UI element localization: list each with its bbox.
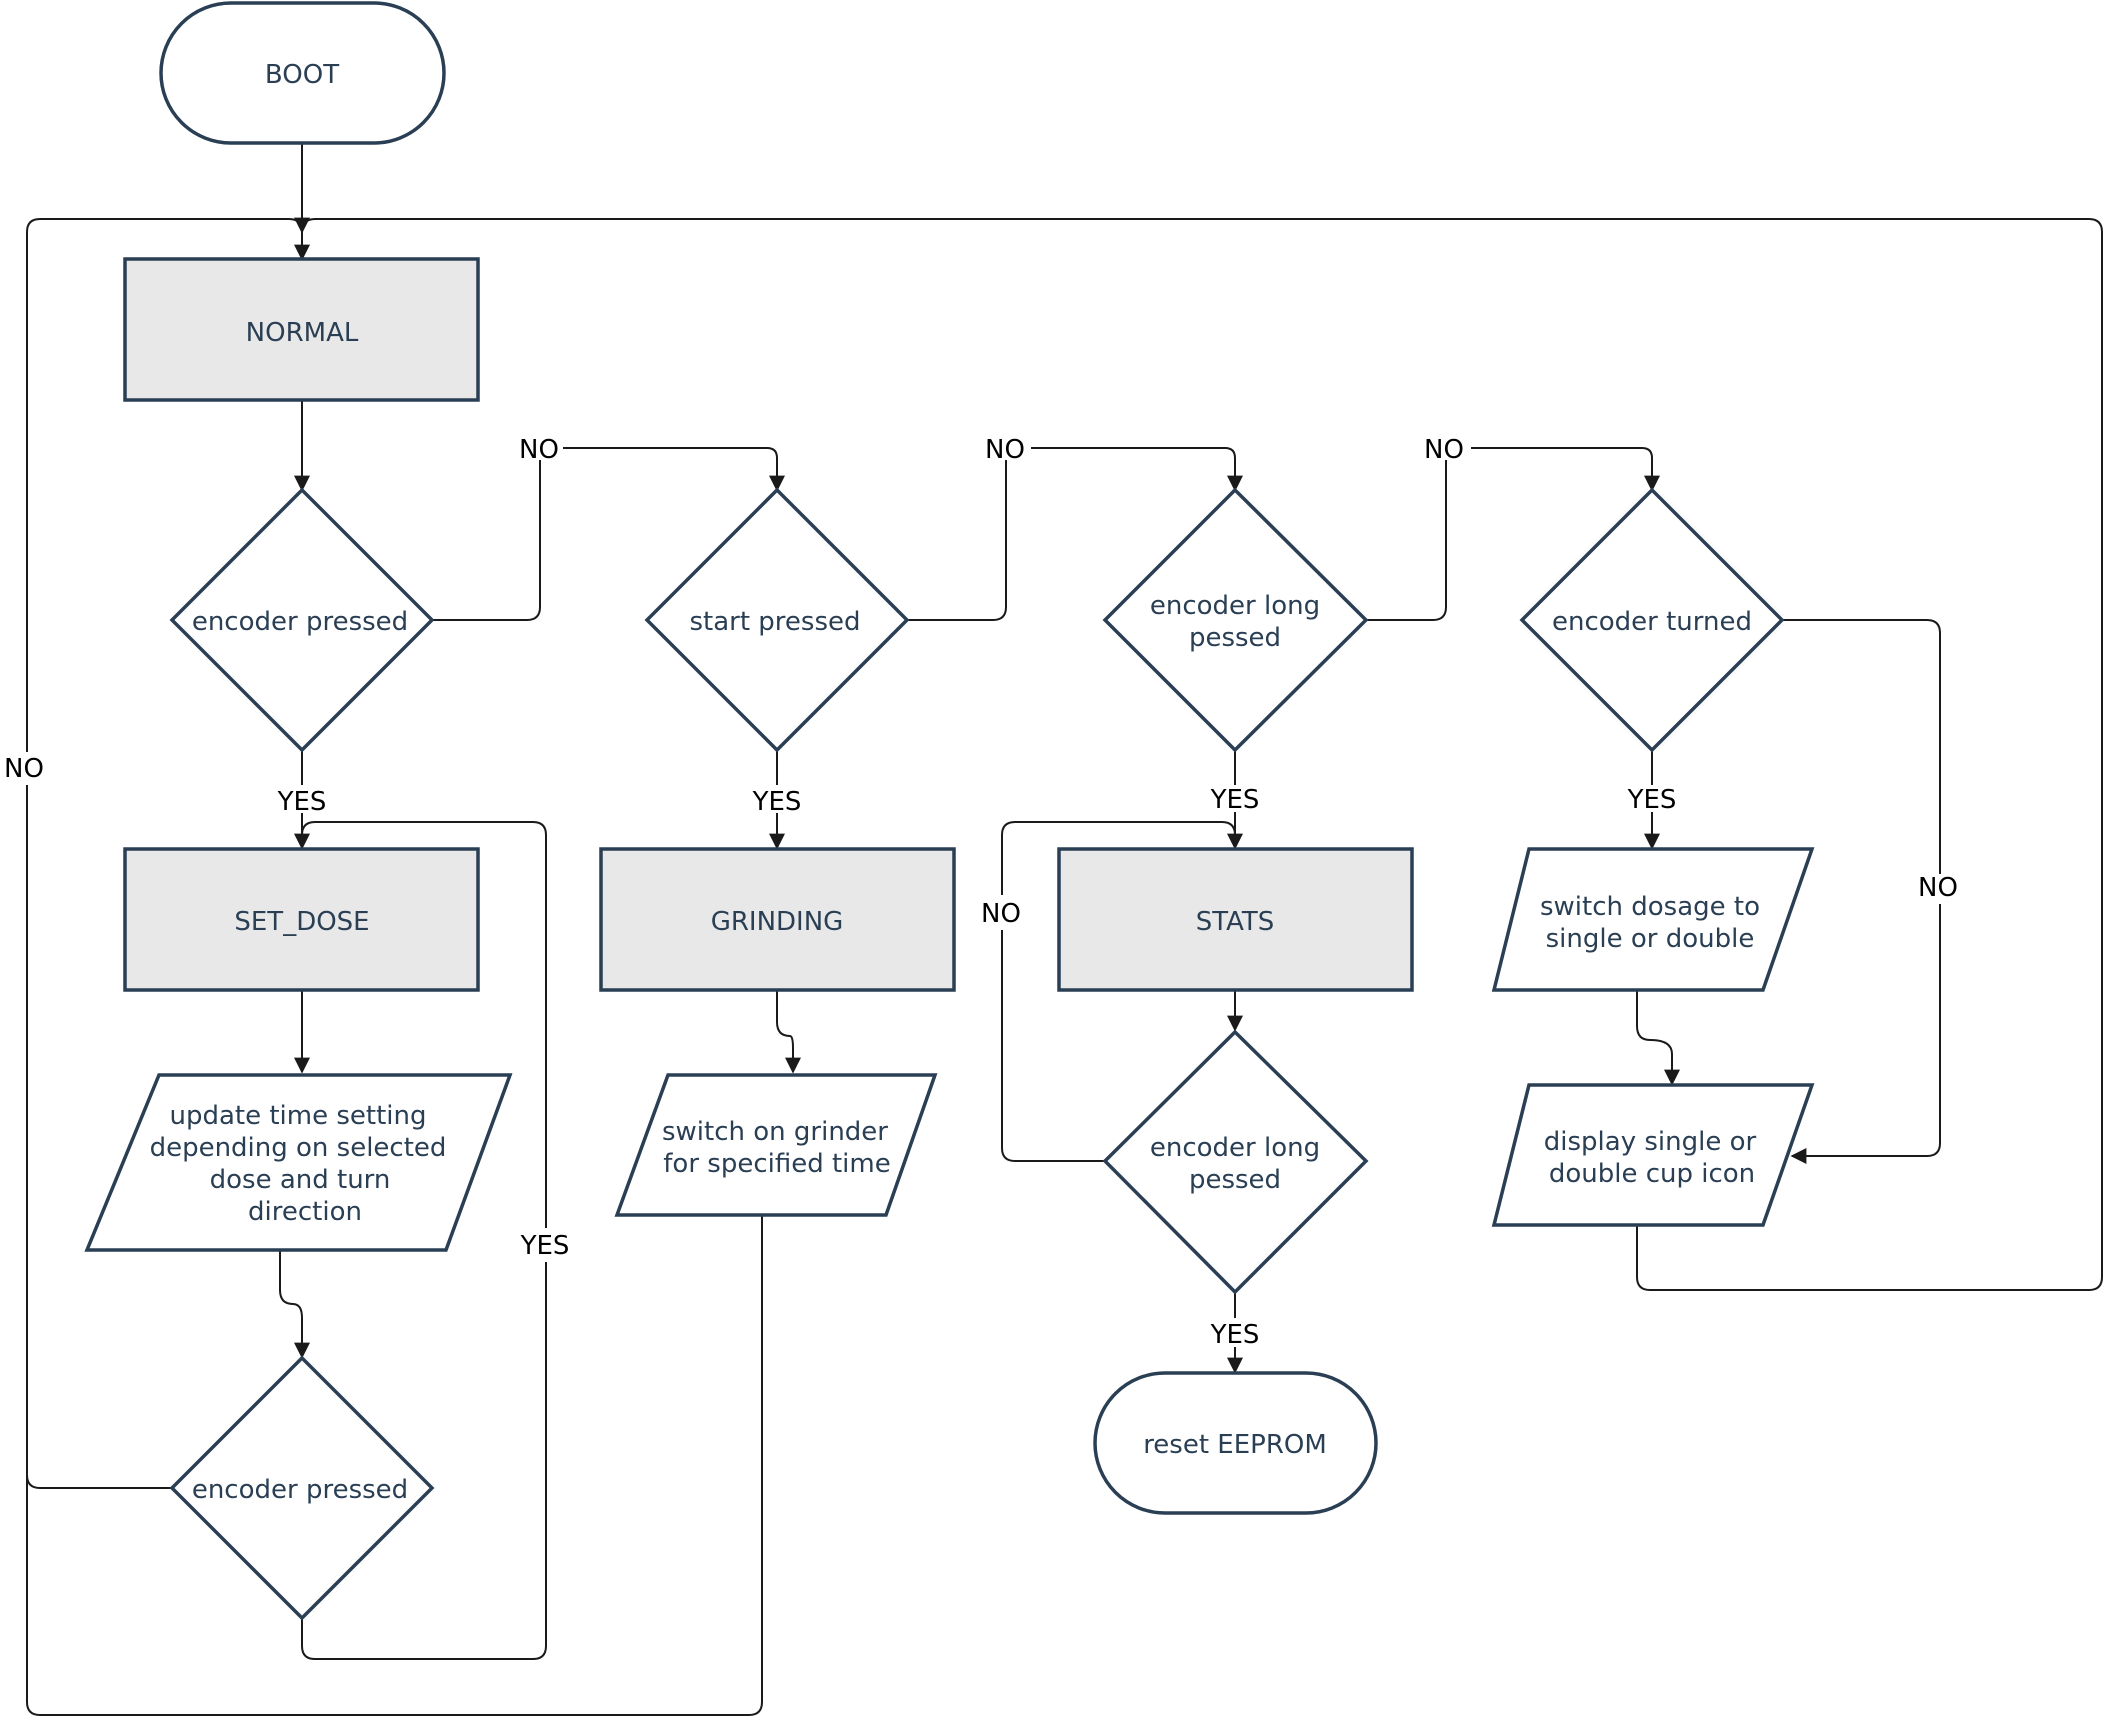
encoder-long-pressed-2-label-line1: encoder long bbox=[1150, 1133, 1320, 1163]
encoder-long-pressed-decision-2: encoder long pessed bbox=[1102, 1029, 1369, 1295]
yes-label-start-pressed: YES bbox=[752, 787, 802, 817]
encoder-pressed-decision-2: encoder pressed bbox=[169, 1355, 435, 1621]
encoder-pressed-decision: encoder pressed bbox=[169, 487, 435, 753]
encoder-pressed-2-label: encoder pressed bbox=[192, 1475, 408, 1505]
encoder-long-pressed-label-line2: pessed bbox=[1189, 623, 1281, 653]
no-label-encoder-pressed: NO bbox=[519, 435, 559, 465]
set-dose-state: SET_DOSE bbox=[123, 847, 480, 992]
yes-label-reset: YES bbox=[1210, 1320, 1260, 1350]
switch-dosage-process: switch dosage to single or double bbox=[1491, 847, 1815, 992]
yes-label-set-dose-loop: YES bbox=[520, 1231, 570, 1261]
edge-start-pressed-no bbox=[907, 460, 1007, 621]
edge-encoder-turned-no bbox=[1782, 619, 1941, 874]
update-time-label-line1: update time setting bbox=[169, 1101, 426, 1131]
encoder-pressed-label: encoder pressed bbox=[192, 607, 408, 637]
switch-on-grinder-process: switch on grinder for specified time bbox=[614, 1073, 938, 1217]
yes-label-encoder-long: YES bbox=[1210, 785, 1260, 815]
set-dose-label: SET_DOSE bbox=[234, 907, 369, 937]
encoder-long-pressed-label-line1: encoder long bbox=[1150, 591, 1320, 621]
encoder-long-pressed-decision: encoder long pessed bbox=[1102, 487, 1369, 753]
display-cup-icon-process: display single or double cup icon bbox=[1491, 1083, 1815, 1227]
edge-encoder-long2-no bbox=[1001, 930, 1105, 1162]
edge-grinding-to-switch-on bbox=[776, 990, 801, 1074]
edge-switch-on-to-normal bbox=[26, 1215, 763, 1716]
update-time-label-line3: dose and turn bbox=[210, 1165, 391, 1195]
no-label-left-loop: NO bbox=[4, 754, 44, 784]
normal-state: NORMAL bbox=[123, 257, 480, 402]
no-label-encoder-turned: NO bbox=[1918, 873, 1958, 903]
edge-no2-to-encoder-long bbox=[1031, 447, 1243, 492]
switch-dosage-label-line1: switch dosage to bbox=[1540, 892, 1760, 922]
encoder-turned-label: encoder turned bbox=[1552, 607, 1752, 637]
stats-label: STATS bbox=[1196, 907, 1275, 937]
edge-no-left-to-normal bbox=[26, 217, 310, 752]
edge-encoder-pressed2-yes-loop bbox=[301, 1262, 547, 1660]
edge-no3-to-encoder-turned bbox=[1471, 447, 1660, 492]
reset-eeprom-label: reset EEPROM bbox=[1143, 1430, 1327, 1460]
start-pressed-label: start pressed bbox=[689, 607, 860, 637]
reset-eeprom-terminal: reset EEPROM bbox=[1093, 1371, 1378, 1515]
boot-label: BOOT bbox=[265, 60, 339, 90]
edge-display-to-normal bbox=[301, 218, 2103, 1291]
encoder-long-pressed-2-label-line2: pessed bbox=[1189, 1165, 1281, 1195]
update-time-label-line4: direction bbox=[248, 1197, 362, 1227]
start-pressed-decision: start pressed bbox=[644, 487, 910, 753]
update-time-process: update time setting depending on selecte… bbox=[84, 1073, 513, 1252]
edge-no-stats-to-stats bbox=[1001, 821, 1236, 895]
yes-label-encoder-pressed: YES bbox=[277, 787, 327, 817]
no-label-stats-loop: NO bbox=[981, 899, 1021, 929]
edge-switch-dosage-to-display bbox=[1636, 990, 1680, 1086]
switch-dosage-label-line2: single or double bbox=[1546, 924, 1755, 954]
grinding-label: GRINDING bbox=[711, 907, 844, 937]
normal-label: NORMAL bbox=[246, 318, 359, 348]
display-cup-label-line1: display single or bbox=[1544, 1127, 1757, 1157]
switch-on-grinder-label-line2: for specified time bbox=[663, 1149, 890, 1179]
encoder-turned-decision: encoder turned bbox=[1519, 487, 1785, 753]
edge-yes-loop-to-set-dose bbox=[301, 821, 547, 1228]
switch-on-grinder-label-line1: switch on grinder bbox=[662, 1117, 888, 1147]
grinding-state: GRINDING bbox=[599, 847, 956, 992]
stats-state: STATS bbox=[1057, 847, 1414, 992]
no-label-encoder-long: NO bbox=[1424, 435, 1464, 465]
boot-terminal: BOOT bbox=[159, 1, 446, 145]
update-time-label-line2: depending on selected bbox=[150, 1133, 447, 1163]
edge-no1-to-start-pressed bbox=[563, 447, 785, 492]
edge-encoder-long-no bbox=[1366, 460, 1447, 621]
edge-encoder-pressed-no bbox=[432, 460, 541, 621]
no-label-start-pressed: NO bbox=[985, 435, 1025, 465]
edge-no-turned-to-display bbox=[1790, 904, 1941, 1164]
yes-label-encoder-turned: YES bbox=[1627, 785, 1677, 815]
display-cup-label-line2: double cup icon bbox=[1549, 1159, 1755, 1189]
edge-update-to-encoder-pressed bbox=[279, 1250, 310, 1359]
